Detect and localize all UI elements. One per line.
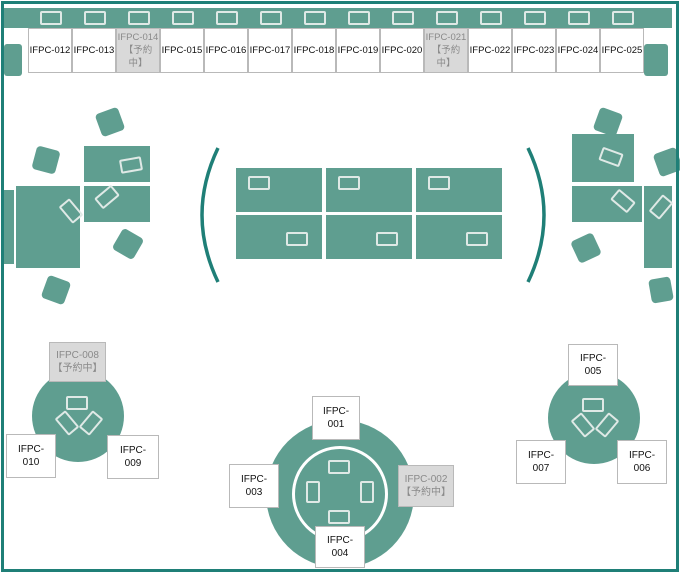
- monitor-icon: [582, 398, 604, 412]
- seat-ifpc-006[interactable]: IFPC-006: [617, 440, 667, 484]
- left-arc-partition: [200, 147, 220, 283]
- seat-ifpc-012[interactable]: IFPC-012: [28, 28, 72, 73]
- monitor-icon: [612, 11, 634, 25]
- center-table: [416, 215, 502, 259]
- monitor-icon: [568, 11, 590, 25]
- monitor-icon: [306, 481, 320, 503]
- monitor-icon: [360, 481, 374, 503]
- left-desk: [84, 146, 150, 182]
- monitor-icon: [328, 510, 350, 524]
- chair-icon: [111, 227, 145, 261]
- right-desk: [572, 134, 634, 182]
- top-desk-strip: [4, 8, 672, 28]
- right-desk: [644, 186, 672, 268]
- monitor-icon: [436, 11, 458, 25]
- center-table: [236, 168, 322, 212]
- seat-ifpc-004[interactable]: IFPC-004: [315, 526, 365, 568]
- chair-icon: [648, 276, 674, 304]
- monitor-icon: [466, 232, 488, 246]
- monitor-icon: [328, 460, 350, 474]
- seat-ifpc-008[interactable]: IFPC-008【予約中】: [49, 342, 106, 382]
- seat-ifpc-025[interactable]: IFPC-025: [600, 28, 644, 73]
- seat-ifpc-007[interactable]: IFPC-007: [516, 440, 566, 484]
- seat-ifpc-001[interactable]: IFPC-001: [312, 396, 360, 440]
- top-left-desk-edge: [4, 44, 22, 76]
- seat-ifpc-003[interactable]: IFPC-003: [229, 464, 279, 508]
- monitor-icon: [304, 11, 326, 25]
- monitor-icon: [286, 232, 308, 246]
- seat-ifpc-023[interactable]: IFPC-023: [512, 28, 556, 73]
- monitor-icon: [172, 11, 194, 25]
- center-table: [326, 215, 412, 259]
- seat-ifpc-019[interactable]: IFPC-019: [336, 28, 380, 73]
- seat-ifpc-017[interactable]: IFPC-017: [248, 28, 292, 73]
- seat-ifpc-010[interactable]: IFPC-010: [6, 434, 56, 478]
- chair-icon: [592, 106, 624, 138]
- top-right-desk-edge: [644, 44, 668, 76]
- monitor-icon: [40, 11, 62, 25]
- monitor-icon: [248, 176, 270, 190]
- chair-icon: [94, 106, 126, 138]
- center-table: [416, 168, 502, 212]
- seat-ifpc-005[interactable]: IFPC-005: [568, 344, 618, 386]
- left-desk: [16, 186, 80, 268]
- monitor-icon: [66, 396, 88, 410]
- chair-icon: [570, 232, 602, 264]
- left-desk: [84, 186, 150, 222]
- monitor-icon: [428, 176, 450, 190]
- monitor-icon: [338, 176, 360, 190]
- monitor-icon: [392, 11, 414, 25]
- center-table: [326, 168, 412, 212]
- chair-icon: [31, 145, 61, 175]
- chair-icon: [652, 146, 680, 178]
- seat-ifpc-009[interactable]: IFPC-009: [107, 435, 159, 479]
- seat-ifpc-015[interactable]: IFPC-015: [160, 28, 204, 73]
- seat-ifpc-014[interactable]: IFPC-014【予約中】: [116, 28, 160, 73]
- seat-ifpc-013[interactable]: IFPC-013: [72, 28, 116, 73]
- seat-ifpc-024[interactable]: IFPC-024: [556, 28, 600, 73]
- left-desk-edge: [4, 190, 14, 264]
- chair-icon: [40, 274, 72, 306]
- monitor-icon: [260, 11, 282, 25]
- center-table: [236, 215, 322, 259]
- right-desk: [572, 186, 642, 222]
- monitor-icon: [524, 11, 546, 25]
- seat-ifpc-016[interactable]: IFPC-016: [204, 28, 248, 73]
- monitor-icon: [128, 11, 150, 25]
- seat-ifpc-021[interactable]: IFPC-021【予約中】: [424, 28, 468, 73]
- seat-ifpc-022[interactable]: IFPC-022: [468, 28, 512, 73]
- monitor-icon: [84, 11, 106, 25]
- right-arc-partition: [526, 147, 546, 283]
- seat-ifpc-002[interactable]: IFPC-002【予約中】: [398, 465, 454, 507]
- seat-ifpc-018[interactable]: IFPC-018: [292, 28, 336, 73]
- monitor-icon: [348, 11, 370, 25]
- monitor-icon: [376, 232, 398, 246]
- monitor-icon: [480, 11, 502, 25]
- monitor-icon: [216, 11, 238, 25]
- seat-ifpc-020[interactable]: IFPC-020: [380, 28, 424, 73]
